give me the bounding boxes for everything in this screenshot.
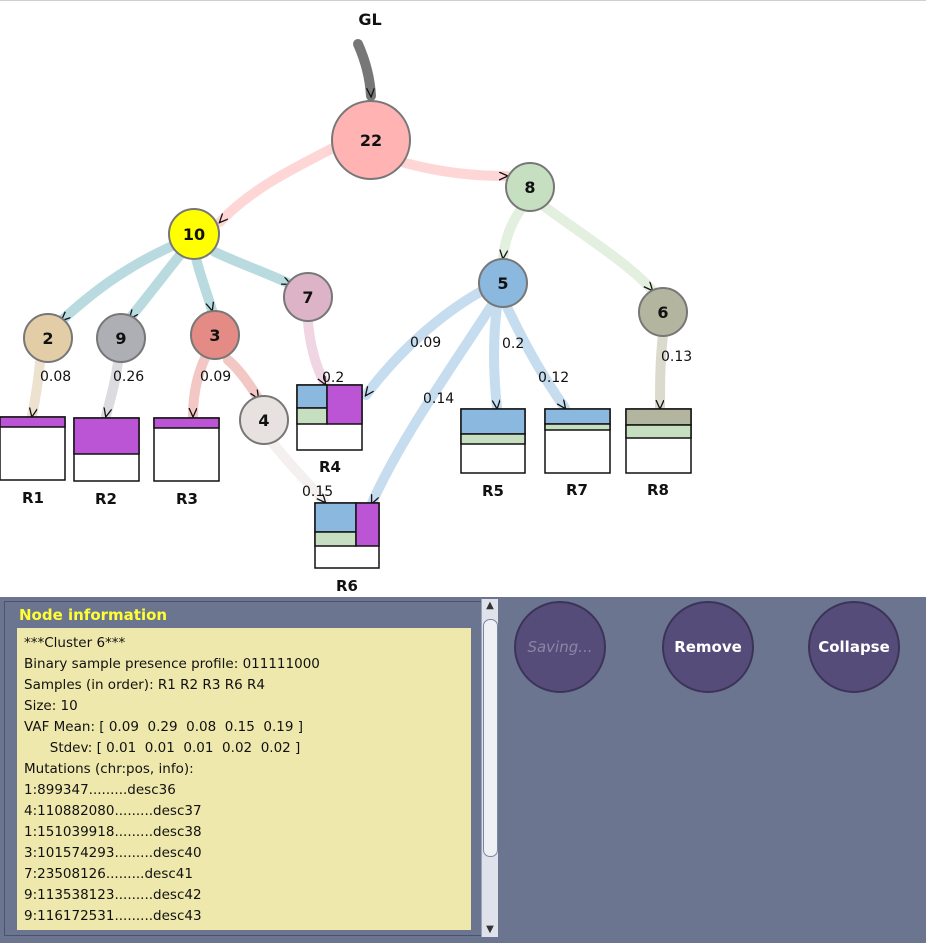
sample-labels: R1 R2 R3 R4 R5 R7 R8 R6 (22, 458, 669, 595)
edge-label-2-r1: 0.08 (40, 369, 71, 385)
node-8-label: 8 (524, 178, 535, 197)
sample-label-r1: R1 (22, 489, 44, 507)
sample-r6[interactable] (314, 502, 380, 569)
node-7[interactable]: 7 (283, 272, 333, 322)
node-7-label: 7 (302, 288, 313, 307)
node-5[interactable]: 5 (478, 258, 528, 308)
info-line: Mutations (chr:pos, info): (24, 761, 194, 777)
node-10-label: 10 (183, 225, 205, 244)
scroll-down-arrow-icon[interactable]: ▼ (486, 924, 494, 935)
sample-r7[interactable] (544, 408, 611, 474)
edge-label-5-r4: 0.09 (410, 335, 441, 351)
edge-5-r7[interactable] (502, 302, 570, 413)
node-information-text[interactable]: ***Cluster 6*** Binary sample presence p… (17, 628, 471, 930)
info-line: Size: 10 (24, 698, 78, 714)
info-line: ***Cluster 6*** (24, 635, 126, 651)
edge-22-8[interactable] (400, 158, 512, 181)
node-3[interactable]: 3 (190, 310, 240, 360)
edge-6-r8[interactable] (655, 330, 668, 413)
node-8[interactable]: 8 (505, 162, 555, 212)
edge-10-9[interactable] (125, 250, 185, 323)
edge-labels: 0.08 0.26 0.09 0.2 0.09 0.2 0.12 0.13 0.… (40, 335, 692, 500)
info-line: 1:899347.........desc36 (24, 782, 176, 798)
edge-label-6-r8: 0.13 (661, 349, 692, 365)
collapse-button[interactable]: Collapse (808, 601, 900, 693)
node-10[interactable]: 10 (168, 208, 220, 260)
node-2-label: 2 (42, 329, 53, 348)
scroll-thumb[interactable] (483, 619, 498, 857)
sample-r2[interactable] (73, 417, 140, 482)
sample-r3[interactable] (153, 417, 220, 482)
sample-label-r4: R4 (319, 458, 341, 476)
edge-label-7-r4: 0.2 (322, 370, 344, 386)
sample-label-r5: R5 (482, 482, 504, 500)
edge-5-r5[interactable] (488, 302, 502, 413)
sample-r4[interactable] (296, 384, 363, 451)
edge-10-3[interactable] (191, 253, 217, 315)
edge-label-4-r6: 0.15 (302, 484, 333, 500)
info-line: Samples (in order): R1 R2 R3 R6 R4 (24, 677, 265, 693)
edge-5-r6[interactable] (367, 300, 497, 508)
info-scrollbar[interactable]: ▲ ▼ (481, 599, 498, 937)
saving-button[interactable]: Saving... (514, 601, 606, 693)
edge-8-6[interactable] (540, 202, 657, 295)
sample-r5[interactable] (460, 408, 526, 474)
edge-7-r4[interactable] (303, 317, 330, 389)
remove-button[interactable]: Remove (662, 601, 754, 693)
node-2[interactable]: 2 (23, 313, 73, 363)
node-4[interactable]: 4 (239, 395, 289, 445)
node-9[interactable]: 9 (96, 313, 146, 363)
node-6-label: 6 (657, 303, 668, 322)
node-6[interactable]: 6 (638, 287, 688, 337)
sample-r8[interactable] (625, 408, 692, 474)
edge-5-r4[interactable] (361, 287, 485, 400)
info-line: 9:116172531.........desc43 (24, 908, 202, 924)
node-22[interactable]: 22 (331, 100, 411, 180)
edge-3-4[interactable] (223, 355, 263, 403)
edge-10-7[interactable] (210, 247, 295, 289)
sample-label-r8: R8 (647, 481, 669, 499)
info-line: 7:23508126.........desc41 (24, 866, 193, 882)
edge-22-10[interactable] (215, 143, 338, 227)
sample-label-r7: R7 (566, 481, 588, 499)
node-information-title: Node information (19, 606, 168, 624)
sample-label-r2: R2 (95, 490, 117, 508)
edge-4-r6[interactable] (267, 437, 330, 507)
sample-label-r3: R3 (176, 490, 198, 508)
node-information-panel: Node information ***Cluster 6*** Binary … (4, 601, 482, 936)
edge-label-5-r6: 0.14 (423, 391, 454, 407)
edge-label-5-r7: 0.12 (538, 370, 569, 386)
edge-9-r2[interactable] (101, 357, 123, 421)
top-divider (0, 0, 926, 1)
edge-label-5-r5: 0.2 (502, 336, 524, 352)
info-line: 3:101574293.........desc40 (24, 845, 202, 861)
sample-boxes (0, 384, 692, 569)
tree-nodes: 22 8 10 5 7 6 2 9 (23, 100, 688, 445)
edge-gl-22[interactable] (353, 39, 376, 101)
edge-2-r1[interactable] (27, 357, 45, 421)
tree-edges (27, 39, 668, 508)
info-line: 1:151039918.........desc38 (24, 824, 202, 840)
info-line: Binary sample presence profile: 01111100… (24, 656, 320, 672)
edge-10-2[interactable] (57, 241, 177, 325)
edge-8-5[interactable] (498, 204, 526, 263)
info-line: 4:110882080.........desc37 (24, 803, 202, 819)
clone-tree-canvas: GL 0.08 0.26 0.09 0.2 0.09 0.2 0.12 0.13… (0, 10, 692, 595)
germline-label: GL (358, 10, 381, 29)
info-line: Stdev: [ 0.01 0.01 0.01 0.02 0.02 ] (24, 740, 301, 756)
info-line: VAF Mean: [ 0.09 0.29 0.08 0.15 0.19 ] (24, 719, 304, 735)
node-9-label: 9 (115, 329, 126, 348)
edge-3-r3[interactable] (188, 353, 210, 421)
sample-r1[interactable] (0, 416, 66, 481)
node-4-label: 4 (258, 411, 269, 430)
edge-label-9-r2: 0.26 (113, 369, 144, 385)
sample-label-r6: R6 (336, 577, 358, 595)
scroll-up-arrow-icon[interactable]: ▲ (486, 600, 494, 611)
node-5-label: 5 (497, 274, 508, 293)
control-area: Node information ***Cluster 6*** Binary … (0, 597, 926, 943)
node-22-label: 22 (360, 131, 382, 150)
node-3-label: 3 (209, 326, 220, 345)
edge-label-3-r3: 0.09 (200, 369, 231, 385)
info-line: 9:113538123.........desc42 (24, 887, 202, 903)
